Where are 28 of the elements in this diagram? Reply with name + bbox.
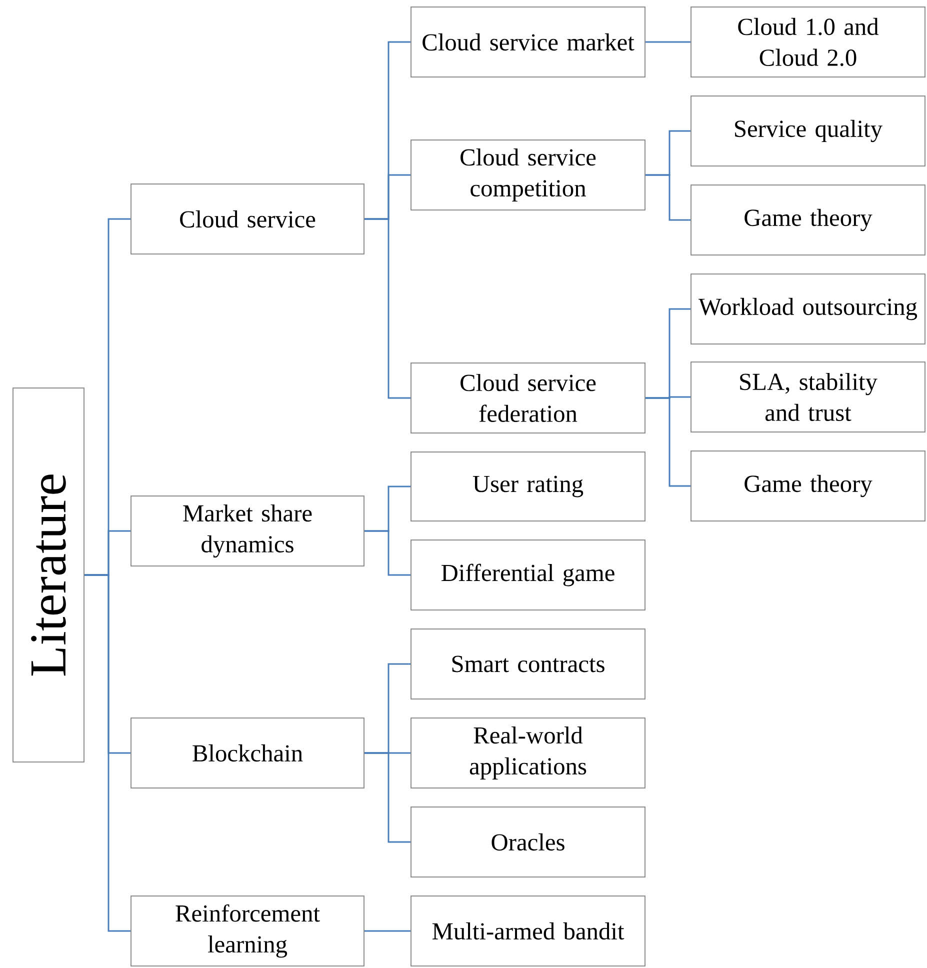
topic-box: Market share dynamics	[130, 496, 364, 566]
topic-box: Game theory	[690, 450, 926, 522]
topic-box: Literature	[12, 388, 84, 762]
topic-box: Real-world applications	[410, 718, 646, 788]
connector-line	[646, 41, 690, 43]
connector-line	[364, 930, 410, 932]
connector-line	[364, 218, 410, 399]
topic-box: Service quality	[690, 96, 926, 166]
topic-box: Cloud service	[130, 184, 364, 254]
topic-box: Cloud service competition	[410, 140, 646, 210]
topic-box: Oracles	[410, 806, 646, 878]
topic-box: Smart contracts	[410, 628, 646, 700]
topic-box: Game theory	[690, 184, 926, 256]
topic-box: Reinforcement learning	[130, 896, 364, 966]
connector-line	[364, 530, 410, 576]
topic-box: User rating	[410, 452, 646, 522]
topic-box: Workload outsourcing	[690, 274, 926, 344]
connector-line	[646, 397, 690, 487]
connector-line	[646, 174, 690, 221]
topic-box: Cloud service federation	[410, 362, 646, 434]
topic-box: Cloud service market	[410, 6, 646, 78]
topic-box: Blockchain	[130, 718, 364, 788]
topic-box: SLA, stability and trust	[690, 362, 926, 432]
connector-line	[84, 574, 130, 932]
topic-box: Multi-armed bandit	[410, 896, 646, 966]
connector-line	[364, 752, 410, 843]
topic-box: Cloud 1.0 and Cloud 2.0	[690, 6, 926, 78]
topic-box: Differential game	[410, 540, 646, 610]
